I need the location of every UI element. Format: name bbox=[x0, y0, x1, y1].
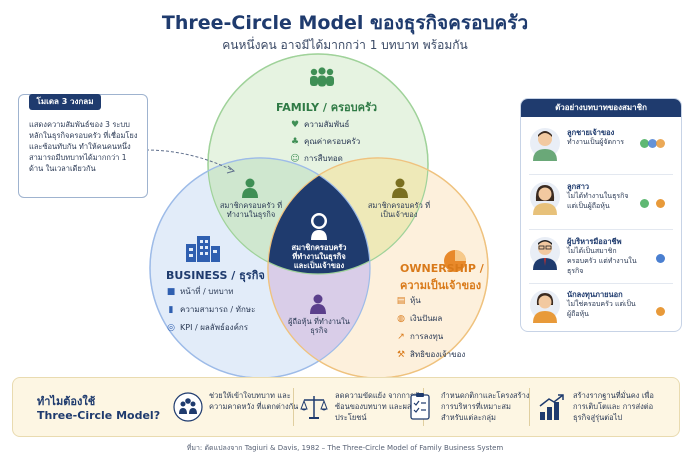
ownership-dot bbox=[656, 139, 665, 148]
briefcase-icon: ■ bbox=[166, 286, 176, 297]
family-business-person-icon bbox=[242, 178, 258, 198]
business-ownership-label: ผู้ถือหุ้น ที่ทำงานในธุรกิจ bbox=[288, 317, 350, 335]
center-label: สมาชิกครอบครัว ที่ทำงานในธุรกิจ และเป็นเ… bbox=[291, 243, 347, 270]
family-dot bbox=[640, 199, 649, 208]
why-panel: ทำไมต้องใช้ Three-Circle Model? ช่วยให้เ… bbox=[12, 377, 680, 437]
why-item-text: ลดความขัดแย้ง จากการทับซ้อนของบทบาท และผ… bbox=[335, 391, 424, 422]
example-desc: ทำงานเป็นผู้จัดการ bbox=[567, 138, 624, 146]
why-item: สร้างรากฐานที่มั่นคง เพื่อการเติบโตและ ก… bbox=[537, 388, 673, 428]
ownership-dot bbox=[656, 199, 665, 208]
examples-heading: ตัวอย่างบทบาทของสมาชิก bbox=[521, 99, 681, 117]
pie-chart-icon bbox=[444, 250, 466, 272]
example-desc: ไม่ได้ทำงานในธุรกิจ แต่เป็นผู้ถือหุ้น bbox=[567, 192, 629, 210]
family-ownership-person-icon bbox=[392, 178, 408, 198]
example-desc: ไม่ใช่ครอบครัว แต่เป็นผู้ถือหุ้น bbox=[567, 300, 636, 318]
examples-panel: ตัวอย่างบทบาทของสมาชิก ลูกชายเจ้าของ ทำง… bbox=[520, 98, 682, 332]
example-card: ผู้บริหารมืออาชีพ ไม่ได้เป็นสมาชิกครอบคร… bbox=[525, 232, 677, 280]
family-title: FAMILY / ครอบครัว bbox=[276, 101, 378, 114]
example-card: ลูกสาว ไม่ได้ทำงานในธุรกิจ แต่เป็นผู้ถือ… bbox=[525, 177, 677, 225]
why-question-line1: ทำไมต้องใช้ bbox=[37, 395, 96, 408]
divider bbox=[293, 388, 294, 426]
page-subtitle: คนหนึ่งคน อาจมีได้มากกว่า 1 บทบาท พร้อมก… bbox=[222, 38, 468, 52]
example-card: นักลงทุนภายนอก ไม่ใช่ครอบครัว แต่เป็นผู้… bbox=[525, 285, 677, 333]
ownership-item: ⚒สิทธิของเจ้าของ bbox=[396, 349, 466, 360]
model-info-text: แสดงความสัมพันธ์ของ 3 ระบบหลักในธุรกิจคร… bbox=[29, 120, 138, 173]
avatar bbox=[530, 290, 560, 323]
family-dot bbox=[640, 139, 649, 148]
ownership-item: ↗การลงทุน bbox=[397, 331, 444, 342]
document-icon: ▤ bbox=[396, 295, 406, 306]
avatar bbox=[530, 182, 560, 215]
business-title: BUSINESS / ธุรกิจ bbox=[166, 269, 265, 282]
why-item-text: สร้างรากฐานที่มั่นคง เพื่อการเติบโตและ ก… bbox=[573, 391, 654, 422]
why-question-line2: Three-Circle Model? bbox=[37, 409, 161, 422]
ownership-title-2: ความเป็นเจ้าของ bbox=[400, 279, 482, 292]
why-item: ลดความขัดแย้ง จากการทับซ้อนของบทบาท และผ… bbox=[299, 388, 424, 428]
scale-icon bbox=[300, 396, 328, 419]
example-name: ผู้บริหารมืออาชีพ bbox=[567, 237, 622, 246]
example-desc: ไม่ได้เป็นสมาชิกครอบครัว แต่ทำงานในธุรกิ… bbox=[567, 247, 637, 275]
ownership-title-1: OWNERSHIP / bbox=[400, 262, 484, 275]
gavel-icon: ⚒ bbox=[396, 349, 406, 360]
team-icon bbox=[173, 392, 203, 422]
family-ownership-label: สมาชิกครอบครัว ที่เป็นเจ้าของ bbox=[367, 201, 431, 219]
example-name: ลูกชายเจ้าของ bbox=[567, 128, 615, 137]
why-item-text: ช่วยให้เข้าใจบทบาท และความคาดหวัง ที่แตก… bbox=[209, 391, 299, 411]
family-icon bbox=[310, 67, 334, 87]
example-name: นักลงทุนภายนอก bbox=[567, 290, 623, 299]
ownership-item: ◍เงินปันผล bbox=[397, 313, 443, 324]
business-item: ▮ความสามารถ / ทักษะ bbox=[166, 303, 256, 316]
target-icon: ◎ bbox=[167, 322, 175, 333]
family-items: ♥ความสัมพันธ์ ♣คุณค่าครอบครัว ☺การสืบทอด bbox=[290, 118, 360, 165]
ownership-dot bbox=[656, 307, 665, 316]
example-card: ลูกชายเจ้าของ ทำงานเป็นผู้จัดการ bbox=[525, 123, 677, 171]
growth-icon bbox=[539, 394, 564, 420]
center-person-icon bbox=[311, 213, 327, 240]
model-info-heading: โมเดล 3 วงกลม bbox=[29, 94, 101, 110]
why-item-text: กำหนดกติกาและโครงสร้าง การบริหารที่เหมาะ… bbox=[441, 391, 530, 422]
family-business-label: สมาชิกครอบครัว ที่ทำงานในธุรกิจ bbox=[219, 201, 283, 219]
divider bbox=[529, 388, 530, 426]
people-icon: ☺ bbox=[290, 153, 300, 164]
ownership-items: ▤หุ้น ◍เงินปันผล ↗การลงทุน ⚒สิทธิของเจ้า… bbox=[396, 294, 466, 361]
business-items: ■หน้าที่ / บทบาท ▮ความสามารถ / ทักษะ ◎KP… bbox=[166, 285, 256, 334]
model-info-box: โมเดล 3 วงกลม แสดงความสัมพันธ์ของ 3 ระบบ… bbox=[18, 94, 148, 198]
why-item: ช่วยให้เข้าใจบทบาท และความคาดหวัง ที่แตก… bbox=[173, 388, 298, 428]
business-dot bbox=[648, 139, 657, 148]
building-icon bbox=[186, 236, 220, 262]
business-dot bbox=[656, 254, 665, 263]
family-item: ☺การสืบทอด bbox=[290, 153, 343, 164]
checklist-icon bbox=[410, 393, 430, 420]
avatar bbox=[530, 128, 560, 161]
heart-icon: ♥ bbox=[290, 119, 300, 130]
chart-icon: ▮ bbox=[168, 304, 174, 315]
business-item: ◎KPI / ผลลัพธ์องค์กร bbox=[167, 322, 249, 333]
family-item: ♥ความสัมพันธ์ bbox=[290, 119, 350, 130]
avatar bbox=[530, 237, 560, 270]
example-name: ลูกสาว bbox=[567, 182, 590, 191]
business-ownership-person-icon bbox=[310, 294, 326, 314]
family-item: ♣คุณค่าครอบครัว bbox=[290, 136, 361, 147]
sprout-icon: ♣ bbox=[290, 136, 300, 147]
why-item: กำหนดกติกาและโครงสร้าง การบริหารที่เหมาะ… bbox=[405, 388, 535, 428]
page-title: Three-Circle Model ของธุรกิจครอบครัว bbox=[161, 12, 529, 34]
trend-icon: ↗ bbox=[397, 331, 405, 342]
business-item: ■หน้าที่ / บทบาท bbox=[166, 286, 234, 297]
center-overlap bbox=[268, 158, 370, 274]
ownership-item: ▤หุ้น bbox=[396, 295, 421, 306]
source-note: ที่มา: ดัดแปลงจาก Tagiuri & Davis, 1982 … bbox=[186, 444, 504, 452]
coins-icon: ◍ bbox=[397, 313, 405, 324]
